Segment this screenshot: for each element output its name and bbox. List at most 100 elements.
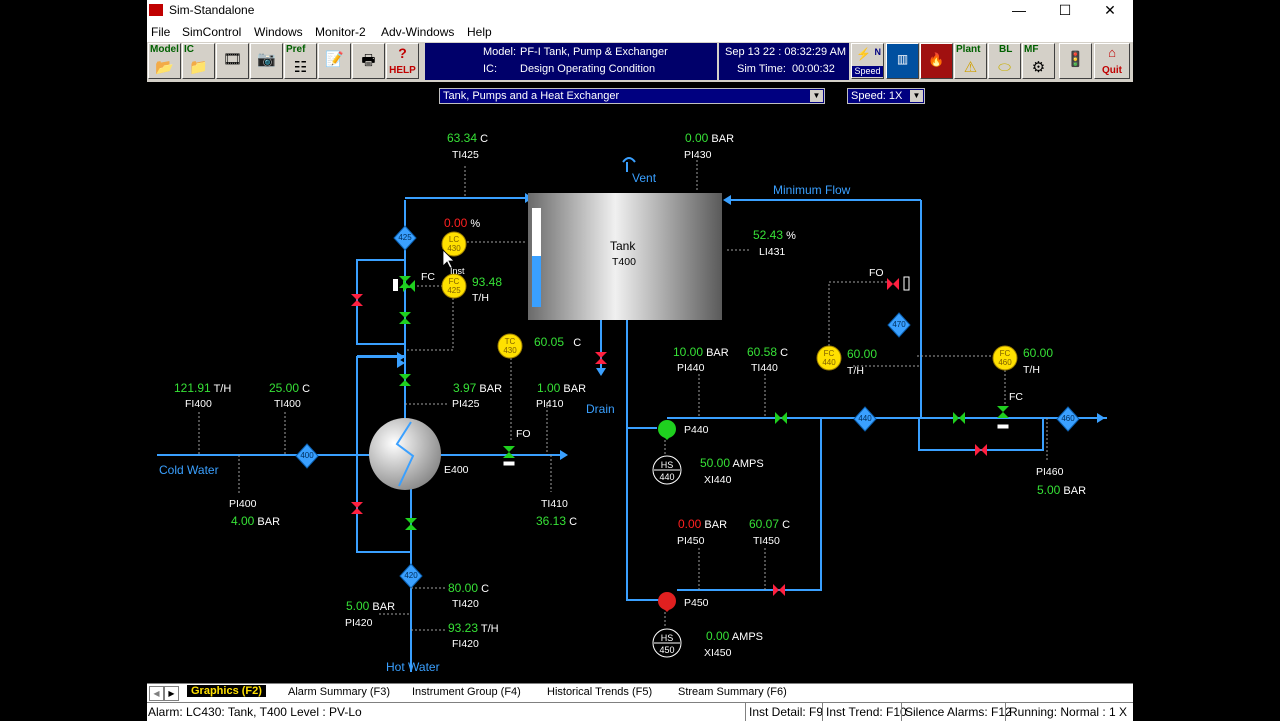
view-select[interactable]: Tank, Pumps and a Heat Exchanger ▼ bbox=[439, 88, 825, 104]
menu-adv-windows[interactable]: Adv-Windows bbox=[381, 25, 455, 39]
fc425-controller[interactable] bbox=[441, 273, 467, 299]
valve-drain-red[interactable] bbox=[595, 352, 607, 364]
fc440-reading[interactable]: 60.00 bbox=[847, 347, 877, 361]
valve-470-red[interactable] bbox=[887, 278, 899, 290]
valve-425b-green[interactable] bbox=[399, 312, 411, 324]
ti450-reading[interactable]: 60.07 C bbox=[749, 517, 790, 531]
pump-p440[interactable] bbox=[658, 420, 676, 438]
speed-button[interactable]: N ⚡ Speed bbox=[851, 43, 884, 79]
menu-windows[interactable]: Windows bbox=[254, 25, 303, 39]
valve-tc430-green[interactable] bbox=[503, 446, 515, 458]
fe-460-icon[interactable] bbox=[1056, 406, 1080, 432]
quit-button[interactable]: ⌂ Quit bbox=[1094, 43, 1130, 79]
tc430-reading[interactable]: 60.05 C bbox=[534, 335, 581, 349]
pi400-reading[interactable]: 4.00 BAR bbox=[231, 514, 280, 528]
help-button[interactable]: ? HELP bbox=[386, 43, 419, 79]
menu-help[interactable]: Help bbox=[467, 25, 492, 39]
silence-alarms-shortcut[interactable]: Silence Alarms: F12 bbox=[905, 705, 1012, 719]
tank-t400[interactable] bbox=[528, 193, 722, 320]
valve-460bypass-red[interactable] bbox=[975, 444, 987, 456]
pi425-reading[interactable]: 3.97 BAR bbox=[453, 381, 502, 395]
fe-470-icon[interactable] bbox=[887, 312, 911, 338]
tab-historical-trends[interactable]: Historical Trends (F5) bbox=[547, 686, 653, 698]
stop-button[interactable]: 🚦 bbox=[1059, 43, 1092, 79]
model-button[interactable]: Model 📂 bbox=[148, 43, 181, 79]
xi440-reading[interactable]: 50.00 AMPS bbox=[700, 456, 764, 470]
fc440-controller[interactable] bbox=[816, 345, 842, 371]
trend-button[interactable]: 🔥 bbox=[920, 43, 953, 79]
instrument-panel-button[interactable]: ▥ bbox=[886, 43, 919, 79]
plant-button[interactable]: Plant ⚠ bbox=[954, 43, 987, 79]
li431-reading[interactable]: 52.43 % bbox=[753, 228, 796, 242]
tab-scroll-left-icon[interactable]: ◀ bbox=[149, 686, 164, 701]
pi450-reading[interactable]: 0.00 BAR bbox=[678, 517, 727, 531]
mf-button[interactable]: MF ⚙ bbox=[1022, 43, 1055, 79]
tab-scroll-right-icon[interactable]: ▶ bbox=[164, 686, 179, 701]
pi430-reading[interactable]: 0.00 BAR bbox=[685, 131, 734, 145]
fe-425-icon[interactable] bbox=[393, 225, 417, 251]
fc460-controller[interactable] bbox=[992, 345, 1018, 371]
fe-400-icon[interactable] bbox=[295, 443, 319, 469]
menu-file[interactable]: File bbox=[151, 25, 171, 39]
pref-button[interactable]: Pref ☷ bbox=[284, 43, 317, 79]
valve-420-green[interactable] bbox=[405, 518, 417, 530]
heat-exchanger-e400[interactable] bbox=[369, 418, 441, 490]
fc460-reading[interactable]: 60.00 bbox=[1023, 346, 1053, 360]
chevron-down-icon[interactable]: ▼ bbox=[810, 90, 823, 102]
fc425-reading[interactable]: 93.48 bbox=[472, 275, 502, 289]
view-select-value: Tank, Pumps and a Heat Exchanger bbox=[443, 90, 620, 102]
pi460-reading[interactable]: 5.00 BAR bbox=[1037, 483, 1086, 497]
valve-e400bypass-red[interactable] bbox=[351, 502, 363, 514]
bl-button[interactable]: BL ⬭ bbox=[988, 43, 1021, 79]
maximize-button[interactable]: ☐ bbox=[1058, 2, 1072, 18]
snapshot-button[interactable]: 🎞 bbox=[216, 43, 249, 79]
pi440-reading[interactable]: 10.00 BAR bbox=[673, 345, 729, 359]
ti440-reading[interactable]: 60.58 C bbox=[747, 345, 788, 359]
fi420-reading[interactable]: 93.23 T/H bbox=[448, 621, 499, 635]
inst-detail-shortcut[interactable]: Inst Detail: F9 bbox=[749, 705, 824, 719]
minimize-button[interactable]: — bbox=[1012, 2, 1026, 18]
valve-450-red[interactable] bbox=[773, 584, 785, 596]
hs450-top: HS bbox=[660, 633, 674, 643]
valve-fc460-green[interactable] bbox=[997, 406, 1009, 418]
ti420-reading[interactable]: 80.00 C bbox=[448, 581, 489, 595]
camera-button[interactable]: 📷 bbox=[250, 43, 283, 79]
chevron-down-icon[interactable]: ▼ bbox=[910, 90, 923, 102]
tc430-valve-fo-label: FO bbox=[516, 428, 531, 440]
valve-460-green[interactable] bbox=[953, 412, 965, 424]
pi420-reading[interactable]: 5.00 BAR bbox=[346, 599, 395, 613]
pi410-reading[interactable]: 1.00 BAR bbox=[537, 381, 586, 395]
lc430-output-reading[interactable]: 0.00 % bbox=[444, 216, 480, 230]
valve-e400in-green[interactable] bbox=[399, 374, 411, 386]
xi440-tag: XI440 bbox=[704, 474, 732, 486]
tab-stream-summary[interactable]: Stream Summary (F6) bbox=[678, 686, 787, 698]
menu-simcontrol[interactable]: SimControl bbox=[182, 25, 242, 39]
print-button[interactable]: 🖶 bbox=[352, 43, 385, 79]
tab-instrument-group[interactable]: Instrument Group (F4) bbox=[412, 686, 521, 698]
mf-label: MF bbox=[1024, 44, 1039, 55]
valve-440-green[interactable] bbox=[775, 412, 787, 424]
ti400-reading[interactable]: 25.00 C bbox=[269, 381, 310, 395]
pump-p450[interactable] bbox=[658, 592, 676, 610]
close-button[interactable]: ✕ bbox=[1104, 2, 1116, 18]
notes-button[interactable]: 📝 bbox=[318, 43, 351, 79]
ti425-reading[interactable]: 63.34 C bbox=[447, 131, 488, 145]
valve-fc425-horizontal[interactable] bbox=[403, 280, 415, 292]
ic-button[interactable]: IC 📁 bbox=[182, 43, 215, 79]
valve-bypass-red[interactable] bbox=[351, 294, 363, 306]
speed-select[interactable]: Speed: 1X ▼ bbox=[847, 88, 925, 104]
fe-440-icon[interactable] bbox=[853, 406, 877, 432]
lc430-output-value: 0.00 bbox=[444, 216, 468, 230]
fi400-reading[interactable]: 121.91 T/H bbox=[174, 381, 231, 395]
inst-trend-shortcut[interactable]: Inst Trend: F10 bbox=[826, 705, 907, 719]
lc430-controller[interactable] bbox=[441, 231, 467, 257]
menu-monitor-2[interactable]: Monitor-2 bbox=[315, 25, 366, 39]
tab-graphics[interactable]: Graphics (F2) bbox=[187, 685, 266, 697]
tab-alarm-summary[interactable]: Alarm Summary (F3) bbox=[288, 686, 391, 698]
xi450-reading[interactable]: 0.00 AMPS bbox=[706, 629, 763, 643]
tc430-controller[interactable] bbox=[497, 333, 523, 359]
ti410-reading[interactable]: 36.13 C bbox=[536, 514, 577, 528]
fe-420-icon[interactable] bbox=[399, 563, 423, 589]
ti400-tag: TI400 bbox=[274, 398, 301, 410]
